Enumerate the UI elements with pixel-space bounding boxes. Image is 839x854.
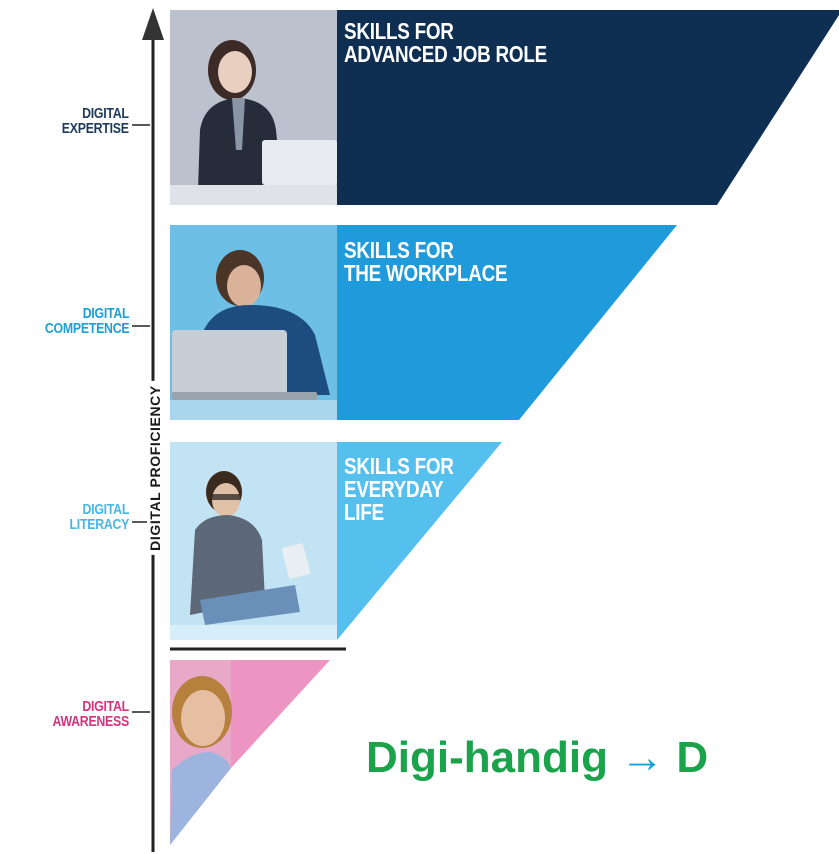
axis-label: DIGITAL PROFICIENCY	[147, 381, 163, 555]
woman-portrait-photo	[170, 660, 232, 845]
caption-text-start: Digi-handig	[366, 733, 621, 782]
band-awareness	[231, 660, 330, 768]
level-label-awareness: DIGITAL AWARENESS	[52, 699, 130, 730]
level-label-expertise: DIGITAL EXPERTISE	[62, 106, 129, 137]
band-expertise	[337, 10, 839, 205]
band-title-literacy: SKILLS FOR EVERYDAY LIFE	[344, 453, 454, 525]
arrow-right-icon: →	[620, 733, 665, 782]
band-competence	[337, 225, 677, 420]
young-man-with-tablet-photo	[170, 442, 337, 640]
level-label-competence: DIGITAL COMPETENCE	[44, 306, 130, 337]
band-title-expertise: SKILLS FOR ADVANCED JOB ROLE	[344, 18, 547, 67]
caption-text-end: D	[664, 733, 709, 782]
axis-arrowhead	[142, 8, 164, 40]
level-label-literacy: DIGITAL LITERACY	[69, 502, 129, 533]
band-title-competence: SKILLS FOR THE WORKPLACE	[344, 237, 508, 286]
man-with-laptop-photo	[170, 225, 337, 420]
businesswoman-photo	[170, 10, 337, 205]
band-literacy	[337, 442, 502, 640]
caption: Digi-handig → D	[366, 733, 708, 783]
